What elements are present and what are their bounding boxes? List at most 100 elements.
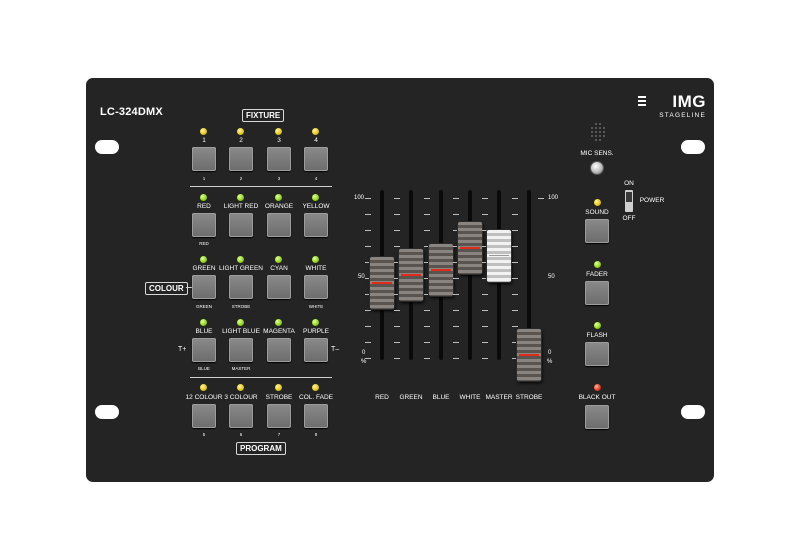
fader-white[interactable] [458,221,482,274]
button-label: COL. FADE [299,394,333,401]
control-button[interactable] [267,213,291,237]
button-label: LIGHT GREEN [219,265,263,272]
scale-tick [424,358,430,359]
scale-tick [512,214,518,215]
divider [190,186,332,187]
button-label: 3 COLOUR [224,394,258,401]
control-button[interactable] [229,338,253,362]
fader-label: MASTER [485,394,513,401]
control-button[interactable] [192,213,216,237]
indicator-led [200,194,207,201]
control-button[interactable] [304,213,328,237]
button-sublabel: 5 [202,432,206,437]
button-label: STROBE [265,394,293,401]
fader-mode-button[interactable] [585,281,609,305]
control-button[interactable] [229,275,253,299]
button-label: GREEN [192,265,216,272]
indicator-led [312,319,319,326]
scale-tick [482,358,488,359]
indicator-led [312,256,319,263]
scale-tick [512,278,518,279]
scale-tick [365,262,371,263]
scale-tick [365,294,371,295]
scale-tick [453,278,459,279]
scale-tick [453,246,459,247]
indicator-led [312,128,319,135]
indicator-led [237,128,244,135]
fader-master[interactable] [487,229,511,282]
scale-tick [424,246,430,247]
mic-sens-knob[interactable] [591,162,603,174]
control-button[interactable] [304,338,328,362]
logo-subtext: STAGELINE [659,112,706,119]
control-button[interactable] [192,404,216,428]
power-on-label: ON [624,180,634,187]
mic-sens-label: MIC SENS. [580,150,614,157]
scale-tick [512,342,518,343]
control-button[interactable] [304,147,328,171]
button-sublabel: 8 [314,432,318,437]
button-label: 3 [277,137,281,144]
scale-100-left: 100 [354,195,365,201]
button-sublabel: GREEN [195,304,213,309]
divider [190,377,332,378]
scale-tick [482,198,488,199]
control-button[interactable] [229,147,253,171]
scale-tick [394,278,400,279]
scale-tick [453,310,459,311]
indicator-led [200,384,207,391]
control-button[interactable] [267,275,291,299]
fader-red[interactable] [370,257,394,309]
indicator-led [237,256,244,263]
black-out-button[interactable] [585,405,609,429]
button-label: YELLOW [302,203,330,210]
scale-tick [365,214,371,215]
button-label: RED [197,203,211,210]
scale-0-right: 0 [548,350,552,356]
button-label: CYAN [270,265,288,272]
button-sublabel: STROBE [231,304,251,309]
button-sublabel: MASTER [231,366,251,371]
mount-hole-left-bottom [95,405,119,419]
scale-tick [424,230,430,231]
button-label: MAGENTA [263,328,295,335]
fader-mode-label: FADER [586,271,608,278]
section-label-colour: COLOUR [145,282,188,295]
scale-tick [512,310,518,311]
control-button[interactable] [229,404,253,428]
scale-tick [453,358,459,359]
power-off-label: OFF [622,215,636,222]
fader-mark [431,269,451,272]
button-sublabel: 2 [239,176,243,181]
fader-green[interactable] [399,249,423,301]
fader-blue[interactable] [429,244,453,297]
control-button[interactable] [192,275,216,299]
fader-mark [460,246,480,249]
section-label-program: PROGRAM [236,442,286,455]
fader-mark [401,274,421,276]
control-button[interactable] [304,275,328,299]
scale-50-left: 50 [358,274,365,280]
sound-button[interactable] [585,219,609,243]
control-button[interactable] [229,213,253,237]
power-switch[interactable] [625,190,633,212]
scale-tick [482,278,488,279]
control-button[interactable] [192,338,216,362]
fader-strobe[interactable] [517,329,541,381]
control-button[interactable] [192,147,216,171]
scale-tick [424,294,430,295]
fader-mark [372,282,392,284]
scale-tick [365,230,371,231]
control-button[interactable] [267,404,291,428]
flash-button[interactable] [585,342,609,366]
control-button[interactable] [267,338,291,362]
scale-tick [424,214,430,215]
scale-100-right: 100 [548,195,559,201]
control-button[interactable] [267,147,291,171]
fader-label: RED [375,394,389,401]
indicator-led [275,319,282,326]
logo-bars-icon [638,96,646,108]
button-sublabel: 6 [239,432,243,437]
sound-label: SOUND [585,209,609,216]
control-button[interactable] [304,404,328,428]
